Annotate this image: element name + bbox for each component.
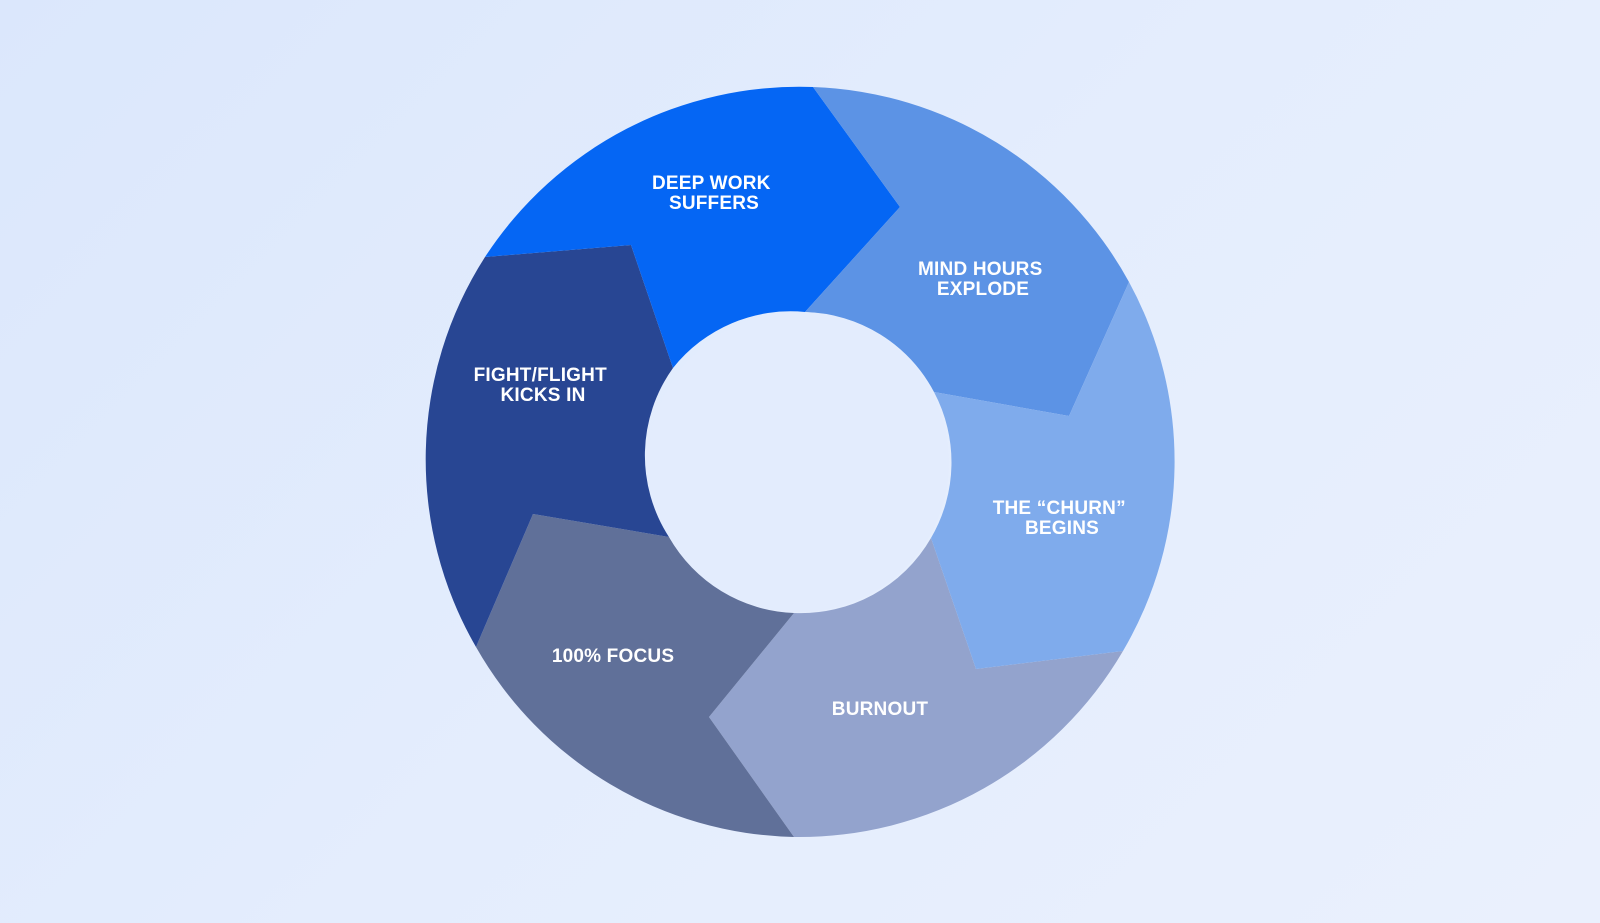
segment-fight-flight: FIGHT/FLIGHT KICKS IN <box>425 245 673 647</box>
segment-mind-hours-explode-label: MIND HOURS EXPLODE <box>918 259 1048 300</box>
segment-burnout-shape <box>709 538 1123 838</box>
segment-deep-work-suffers-label: DEEP WORK SUFFERS <box>652 173 776 214</box>
segment-deep-work-suffers: DEEP WORK SUFFERS <box>485 86 900 368</box>
segment-churn-begins-label-line-1: THE “CHURN” <box>993 498 1126 519</box>
segment-fight-flight-label-line-1: FIGHT/FLIGHT <box>474 365 607 386</box>
segment-burnout-label-line-1: BURNOUT <box>832 699 929 720</box>
segment-focus-label: 100% FOCUS <box>552 646 674 667</box>
segment-burnout: BURNOUT <box>709 538 1123 838</box>
segment-mind-hours-explode-label-line-1: MIND HOURS <box>918 259 1042 280</box>
segment-deep-work-suffers-label-line-1: DEEP WORK <box>652 173 771 194</box>
segment-fight-flight-label-line-2: KICKS IN <box>501 385 586 406</box>
segment-fight-flight-label: FIGHT/FLIGHT KICKS IN <box>474 365 613 406</box>
segment-deep-work-suffers-label-line-2: SUFFERS <box>669 193 759 214</box>
segment-mind-hours-explode-shape <box>805 87 1129 416</box>
segment-mind-hours-explode-label-line-2: EXPLODE <box>937 279 1029 300</box>
center-hole <box>649 312 949 612</box>
segment-focus-label-line-1: 100% FOCUS <box>552 646 674 667</box>
segment-focus-shape <box>476 514 794 837</box>
segment-churn-begins-label: THE “CHURN” BEGINS <box>993 498 1132 539</box>
segment-mind-hours-explode: MIND HOURS EXPLODE <box>805 87 1129 416</box>
segment-deep-work-suffers-shape <box>485 86 900 368</box>
segment-focus: 100% FOCUS <box>476 514 794 837</box>
segment-churn-begins: THE “CHURN” BEGINS <box>931 282 1175 669</box>
segment-churn-begins-label-line-2: BEGINS <box>1025 518 1099 539</box>
segment-churn-begins-shape <box>931 282 1175 669</box>
segment-fight-flight-shape <box>425 245 673 647</box>
segment-burnout-label: BURNOUT <box>832 699 929 720</box>
